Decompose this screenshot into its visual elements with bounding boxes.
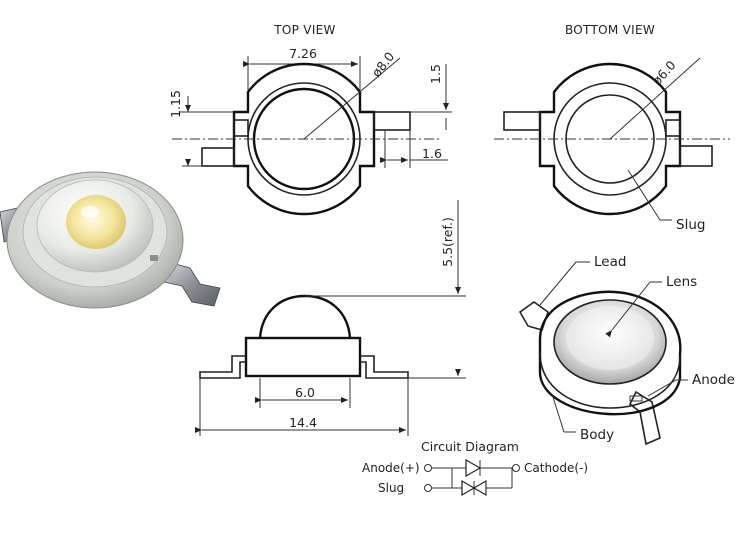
bottom-view-title: BOTTOM VIEW [565,23,655,37]
circuit-slug-label: Slug [378,481,404,495]
side-view: 5.5(ref.) 6.0 14.4 [195,200,466,436]
dim-115: 1.15 [168,90,183,118]
circuit-cathode-label: Cathode(-) [524,461,588,475]
top-view: TOP VIEW 7.26 ø8.0 1.15 1.5 [168,23,452,216]
circuit-title: Circuit Diagram [421,439,519,454]
label-lead: Lead [594,254,626,270]
label-anode: Anode [692,372,735,388]
dim-slug-60: 6.0 [295,385,315,400]
dim-width-726: 7.26 [289,46,317,61]
led-photo [0,171,221,309]
label-slug: Slug [676,217,705,233]
dim-total-144: 14.4 [289,415,317,430]
isometric-view: Lead Lens Anode Body [518,254,735,446]
dim-height-55: 5.5(ref.) [440,217,455,267]
circuit-anode-label: Anode(+) [362,461,420,475]
dim-16: 1.6 [422,146,442,161]
label-body: Body [580,427,614,443]
bottom-view: BOTTOM VIEW ø6.0 Slug [494,23,730,233]
circuit-diagram: Circuit Diagram Anode(+) Cathode(-) Slug [362,439,588,497]
top-view-title: TOP VIEW [273,23,335,37]
dim-15: 1.5 [428,64,443,84]
label-lens: Lens [666,274,697,290]
dim-dia-60: ø6.0 [649,57,679,88]
